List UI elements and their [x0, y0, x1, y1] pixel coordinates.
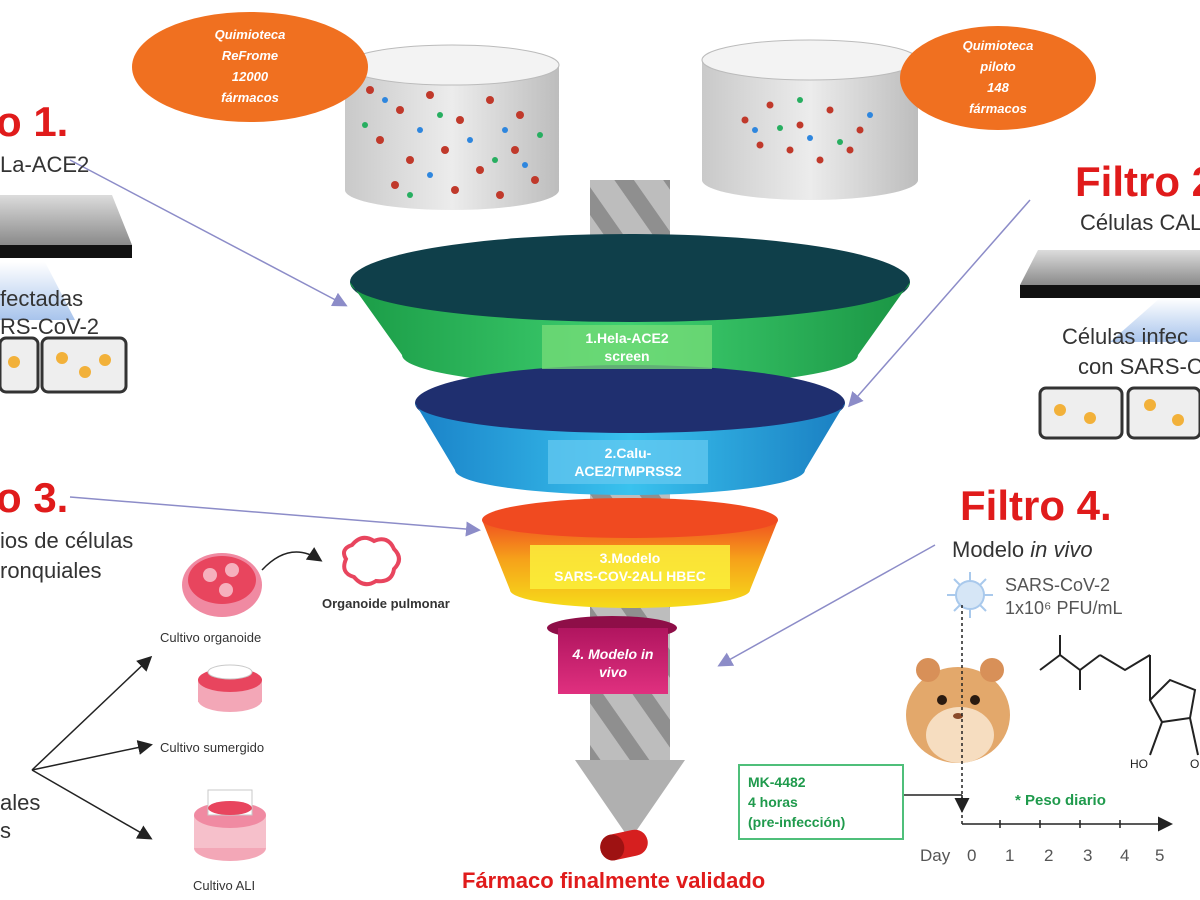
drug-dose-box: MK-4482 4 horas (pre-infección)	[738, 764, 904, 840]
day-tick-4: 4	[1120, 846, 1130, 865]
library-right-line3: 148	[987, 80, 1009, 95]
arrow-filtro2	[848, 199, 1031, 408]
stage1-line1: 1.Hela-ACE2	[585, 330, 669, 346]
library-right-line4: fármacos	[969, 101, 1027, 116]
filtro4-model-italic: in vivo	[1030, 537, 1093, 562]
culture-submerged-label: Cultivo sumergido	[160, 740, 265, 755]
filtro1-subtitle: La-ACE2	[0, 152, 90, 177]
arrow-filtro1	[69, 159, 348, 307]
day-tick-1: 1	[1005, 846, 1015, 865]
culture-ali-label: Cultivo ALI	[193, 878, 256, 893]
filtro4-model-prefix: Modelo	[952, 537, 1031, 562]
organoid-label: Organoide pulmonar	[322, 596, 450, 611]
timeline-axis	[902, 605, 1173, 832]
drug-timing: (pre-infección)	[748, 814, 846, 830]
library-oval-right	[900, 26, 1096, 130]
filtro4-model: Modelo in vivo	[952, 537, 1093, 563]
filtro2-subtitle: Células CAL	[1080, 210, 1200, 235]
filtro1-infected-line2: RS-CoV-2	[0, 314, 100, 339]
organoid-arrow	[261, 547, 323, 571]
day-tick-3: 3	[1083, 846, 1093, 865]
filtro3-left-line1: ales	[0, 790, 41, 815]
filtro3-sub-line1: ios de células	[0, 528, 134, 553]
pill-icon	[600, 829, 648, 861]
culture-dish-ali	[194, 789, 266, 861]
funnel-stage-3-label: 3.Modelo SARS-COV-2ALI HBEC	[530, 545, 730, 589]
svg-text:OH: OH	[1190, 757, 1200, 771]
arrow-filtro3	[69, 496, 481, 537]
library-left-line2: ReFrome	[221, 48, 279, 63]
culture-branch-arrows	[31, 655, 153, 840]
filtro2-infected-line1: Células infec	[1062, 324, 1188, 349]
filtro2-title: Filtro 2	[1075, 158, 1200, 205]
filtro1-title: o 1.	[0, 98, 69, 145]
stage2-line2: ACE2/TMPRSS2	[574, 463, 682, 479]
filtro4-title: Filtro 4.	[960, 482, 1112, 529]
virus-icon	[947, 572, 993, 618]
library-label-left: Quimioteca ReFrome 12000 fármacos	[175, 24, 325, 108]
funnel-stage-1-label: 1.Hela-ACE2 screen	[542, 325, 712, 369]
day-tick-0: 0	[967, 846, 977, 865]
library-oval-left	[132, 12, 368, 122]
library-cylinder-right	[701, 39, 919, 200]
culture-organoid-label: Cultivo organoide	[160, 630, 262, 645]
library-cylinder-left	[344, 44, 560, 210]
stage4-line2: vivo	[598, 664, 627, 680]
culture-dish-organoid	[182, 553, 262, 617]
filtro3-sub-line2: ronquiales	[0, 558, 102, 583]
library-label-right: Quimioteca piloto 148 fármacos	[923, 35, 1073, 119]
filtro1-infected-line1: fectadas	[0, 286, 84, 311]
organoid-icon	[342, 535, 401, 587]
stage2-line1: 2.Calu-	[604, 445, 652, 461]
drug-name: MK-4482	[748, 774, 806, 790]
virus-label-2: 1x10⁶ PFU/mL	[1005, 598, 1123, 618]
svg-text:HO: HO	[1130, 757, 1148, 771]
stage4-line1: 4. Modelo in	[572, 646, 654, 662]
library-left-line3: 12000	[231, 69, 269, 84]
culture-dish-submerged	[198, 664, 262, 712]
library-right-line1: Quimioteca	[962, 38, 1034, 53]
well-plate-right	[1020, 250, 1200, 440]
daily-weight-label: * Peso diario	[1015, 792, 1106, 809]
hamster-icon	[906, 658, 1010, 763]
funnel-stage-2-label: 2.Calu- ACE2/TMPRSS2	[548, 440, 708, 484]
funnel-stage-4-label: 4. Modelo in vivo	[558, 645, 668, 681]
funnel-band-4	[547, 616, 677, 694]
library-left-line4: fármacos	[221, 90, 279, 105]
molecule-structure-icon: HO OH	[1039, 635, 1200, 771]
stage3-line1: 3.Modelo	[599, 550, 661, 566]
day-axis-label: Day	[920, 846, 951, 865]
day-tick-2: 2	[1044, 846, 1054, 865]
well-plate-left	[0, 195, 132, 394]
arrow-filtro4	[717, 544, 936, 667]
stage3-line2: SARS-COV-2ALI HBEC	[554, 568, 706, 584]
filtro3-title: o 3.	[0, 474, 69, 521]
filtro2-infected-line2: con SARS-C	[1078, 354, 1200, 379]
library-right-line2: piloto	[980, 59, 1016, 74]
virus-label-1: SARS-CoV-2	[1005, 575, 1111, 595]
drug-time: 4 horas	[748, 794, 798, 810]
final-drug-label: Fármaco finalmente validado	[462, 868, 766, 893]
filtro3-left-line2: s	[0, 818, 11, 843]
library-left-line1: Quimioteca	[214, 27, 286, 42]
stage1-line2: screen	[604, 348, 650, 364]
day-tick-5: 5	[1155, 846, 1165, 865]
